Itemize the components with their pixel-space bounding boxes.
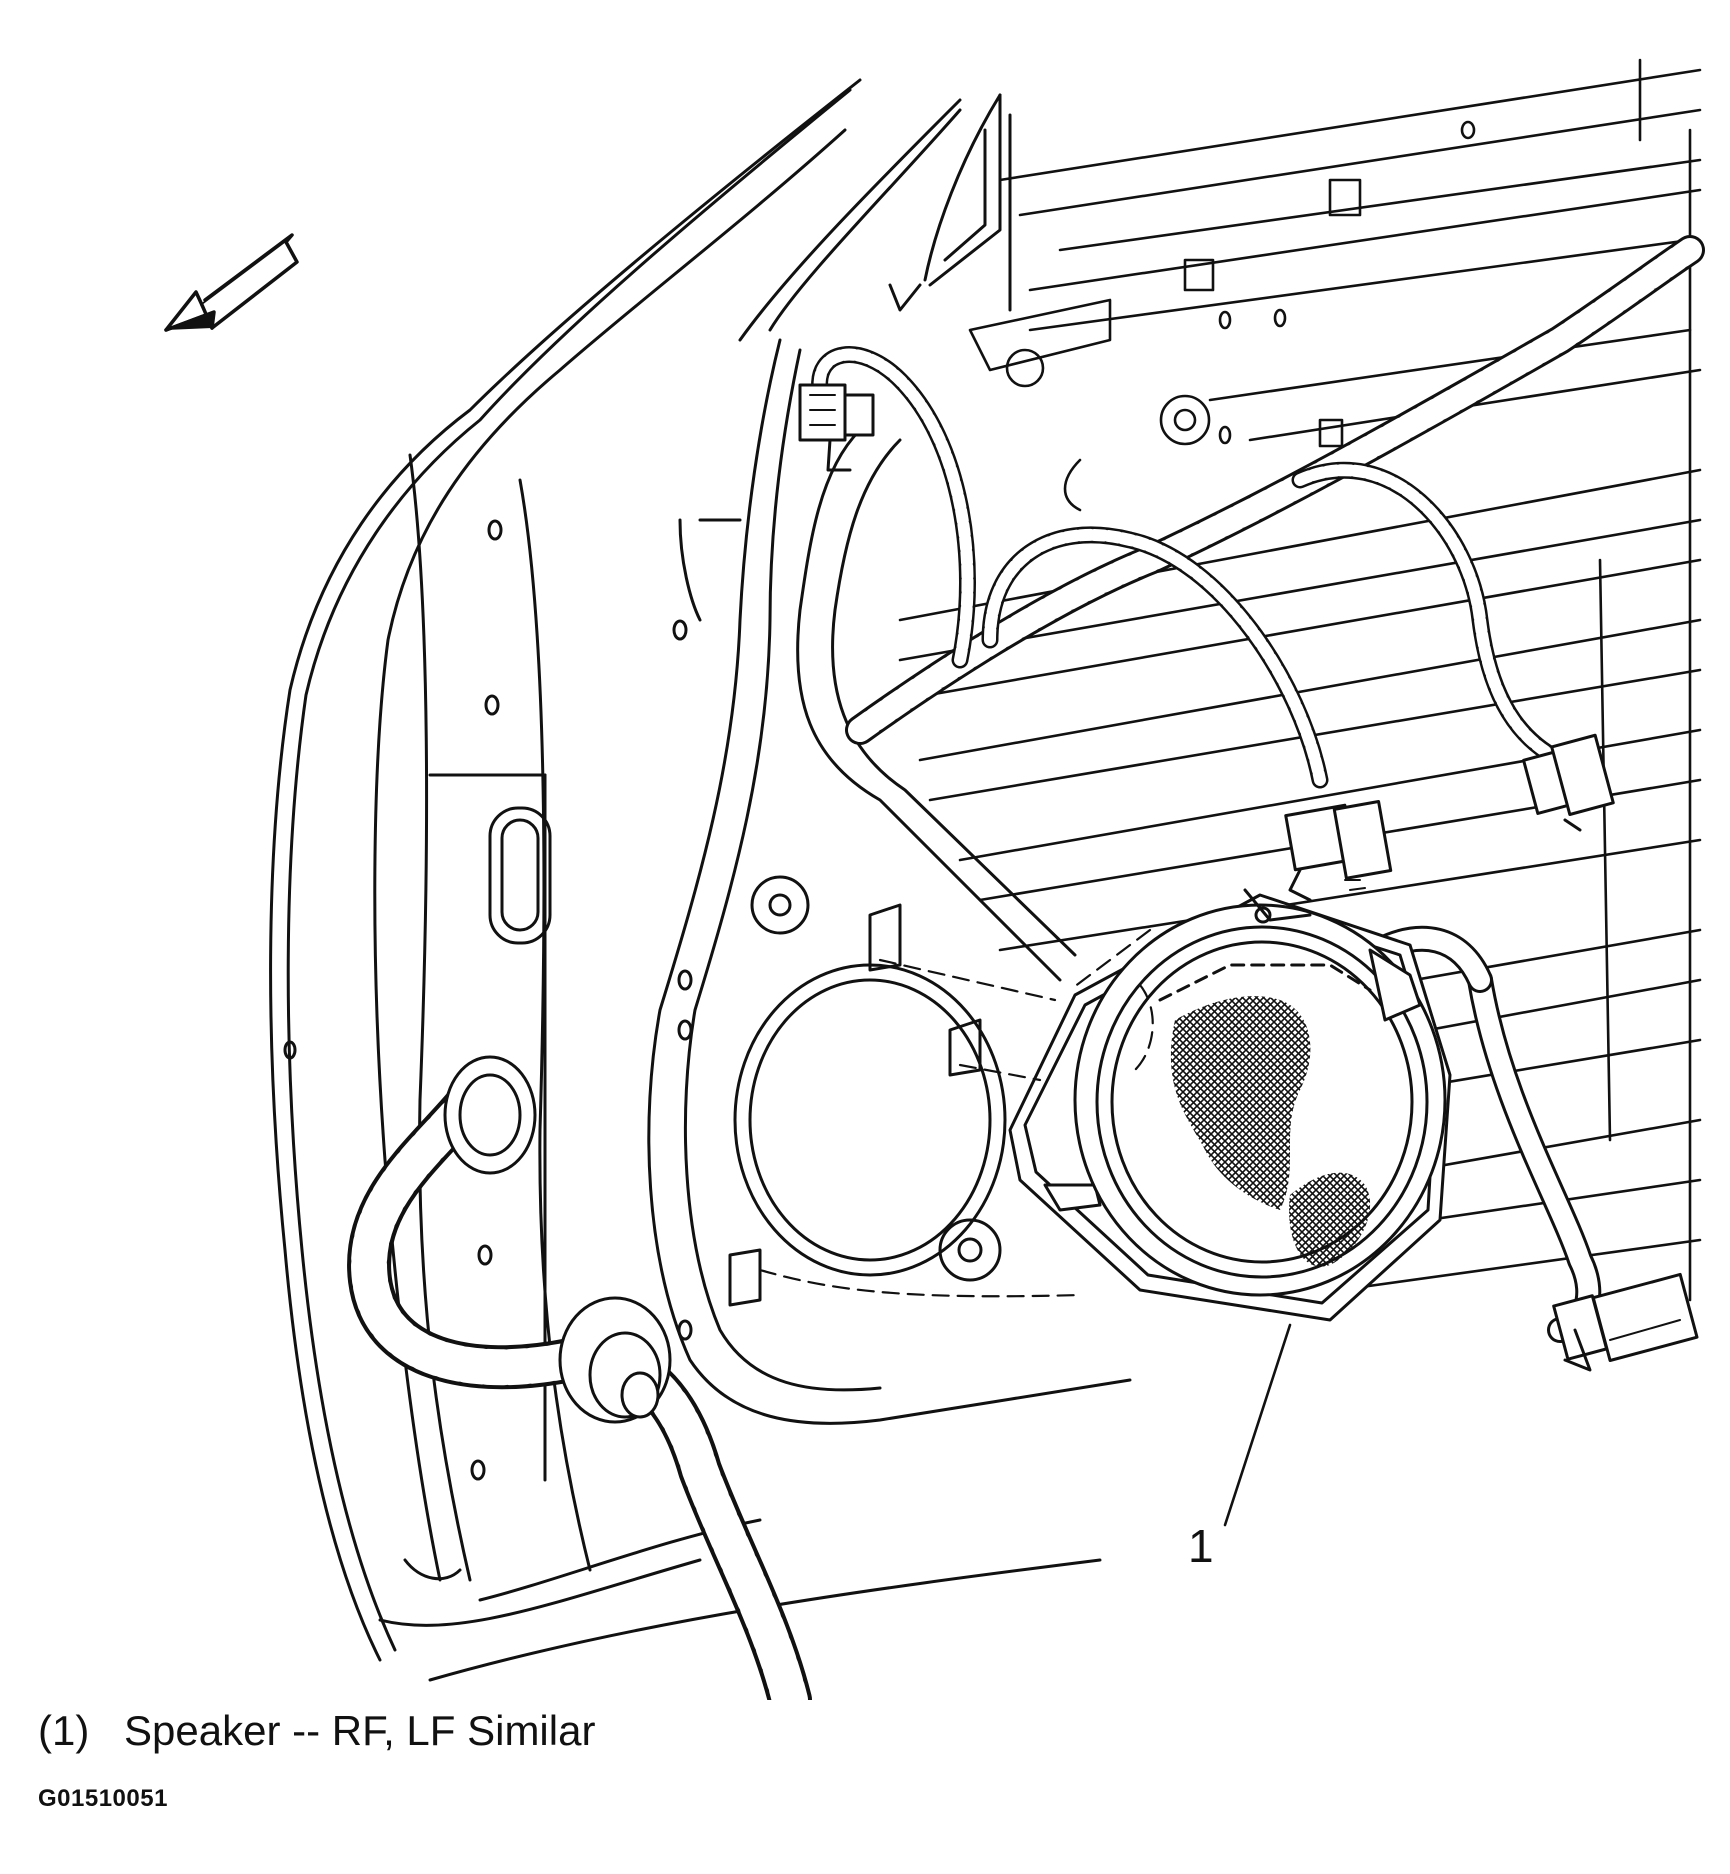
connector-right [1522,733,1615,832]
window-frame [738,93,1012,342]
speaker-door-illustration: 1 [164,58,1705,1700]
callout-1: 1 [1188,1323,1292,1572]
speaker [1008,888,1452,1322]
callout-number-1: 1 [1188,1520,1214,1572]
legend-text: Speaker -- RF, LF Similar [124,1707,596,1754]
alignment-lines [758,928,1154,1298]
figure-code: G01510051 [38,1785,168,1812]
connector-speaker [1284,800,1393,902]
lower-harness [347,1055,812,1700]
connector-lower-right [1552,1272,1699,1372]
front-direction-arrow-icon [164,233,299,332]
legend-number: (1) [38,1707,90,1754]
inner-door-panel [283,338,1132,1481]
legend: (1) Speaker -- RF, LF Similar [38,1706,595,1756]
connector-upper-left [798,383,875,472]
door-shell [269,78,1102,1682]
